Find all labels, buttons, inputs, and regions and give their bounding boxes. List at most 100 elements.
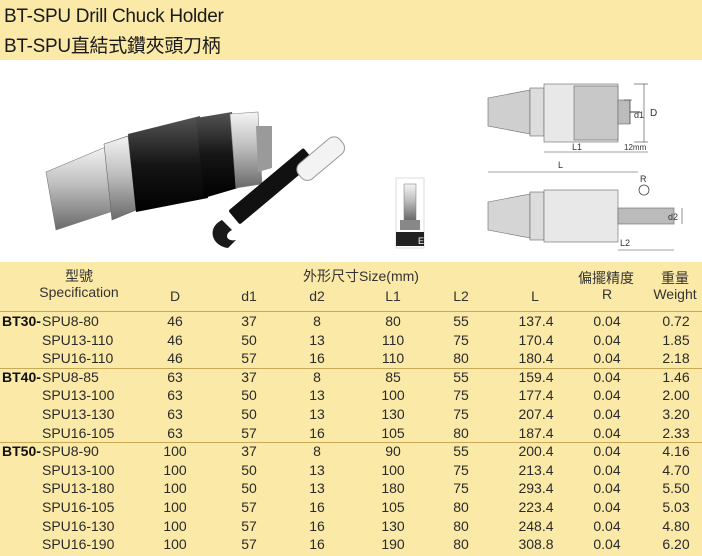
cell-l: 293.4: [518, 480, 554, 497]
cell-model: SPU13-130: [42, 406, 115, 422]
cell-d: 46: [167, 313, 183, 329]
label-d1: d1: [634, 110, 644, 120]
cell-l: 308.8: [518, 536, 554, 553]
label-L2: L2: [620, 238, 630, 248]
cell-l2: 55: [453, 368, 469, 385]
cell-w: 2.00: [662, 387, 690, 404]
cell-l: 187.4: [518, 424, 554, 441]
title-english: BT-SPU Drill Chuck Holder: [4, 6, 224, 27]
cell-w: 5.03: [662, 499, 690, 515]
cell-d: 100: [163, 536, 187, 553]
cell-d: 100: [163, 517, 187, 534]
cell-r: 0.04: [593, 368, 621, 385]
group-divider: [0, 442, 702, 444]
cell-d1: 57: [241, 517, 257, 534]
cell-r: 0.04: [593, 424, 621, 441]
cell-w: 0.72: [662, 313, 690, 329]
series-label: BT30-: [2, 313, 41, 329]
cell-r: 0.04: [593, 387, 621, 404]
dimension-drawing: d1 D L1 12mm L R d2 L2: [487, 83, 683, 251]
cell-d2: 13: [309, 480, 325, 497]
cell-model: SPU13-180: [42, 480, 115, 497]
series-label: BT50-: [2, 443, 41, 460]
cell-l1: 85: [385, 368, 401, 385]
cell-l: 248.4: [518, 517, 554, 534]
cell-w: 1.46: [662, 368, 690, 385]
title-band: BT-SPU Drill Chuck Holder BT-SPU直結式鑽夾頭刀柄: [0, 0, 702, 60]
cell-r: 0.04: [593, 331, 621, 348]
cell-w: 6.20: [662, 536, 690, 553]
cell-r: 0.04: [593, 313, 621, 329]
header-L: L: [531, 288, 539, 304]
cell-l1: 110: [381, 331, 405, 348]
cell-l: 170.4: [518, 331, 554, 348]
cell-d2: 8: [313, 368, 321, 385]
table-header: 型號 Specification 外形尺寸Size(mm) D d1 d2 L1…: [0, 262, 702, 312]
cell-d: 63: [167, 368, 183, 385]
cell-w: 2.18: [662, 350, 690, 367]
cell-d1: 37: [241, 368, 257, 385]
header-L2: L2: [453, 288, 469, 304]
cell-d1: 50: [241, 406, 257, 422]
header-L1: L1: [385, 288, 401, 304]
cell-d1: 50: [241, 387, 257, 404]
cell-d: 63: [167, 424, 183, 441]
cell-l: 223.4: [518, 499, 554, 515]
cell-d1: 50: [241, 480, 257, 497]
specification-table: 型號 Specification 外形尺寸Size(mm) D d1 d2 L1…: [0, 262, 702, 556]
pull-stud-label: E48: [418, 236, 434, 246]
header-accuracy-cn: 偏擺精度: [578, 270, 634, 286]
cell-d: 100: [163, 461, 187, 478]
cell-d: 100: [163, 499, 187, 515]
cell-model: SPU13-100: [42, 461, 115, 478]
cell-model: SPU16-130: [42, 517, 115, 534]
cell-l2: 80: [453, 499, 469, 515]
technical-drawing: d1 D L1 12mm L R d2 L2: [474, 60, 702, 256]
cell-d1: 57: [241, 536, 257, 553]
cell-d1: 57: [241, 424, 257, 441]
header-d1: d1: [241, 288, 257, 304]
cell-d2: 13: [309, 461, 325, 478]
cell-l1: 105: [381, 424, 405, 441]
cell-l2: 80: [453, 424, 469, 441]
title-chinese: BT-SPU直結式鑽夾頭刀柄: [4, 36, 221, 57]
cell-l2: 75: [453, 461, 469, 478]
cell-l2: 75: [453, 480, 469, 497]
cell-l: 177.4: [518, 387, 554, 404]
cell-d2: 13: [309, 387, 325, 404]
cell-r: 0.04: [593, 350, 621, 367]
cell-model: SPU13-100: [42, 387, 115, 404]
cell-w: 4.80: [662, 517, 690, 534]
cell-r: 0.04: [593, 536, 621, 553]
drill-chuck-illustration: E48: [45, 111, 434, 249]
cell-l: 137.4: [518, 313, 554, 329]
cell-l1: 100: [381, 461, 405, 478]
header-D: D: [169, 288, 181, 304]
label-12mm: 12mm: [624, 143, 647, 152]
cell-l: 200.4: [518, 443, 554, 460]
product-photo: E48: [0, 60, 470, 256]
cell-l1: 180: [381, 480, 405, 497]
group-divider: [0, 367, 702, 369]
cell-d: 100: [163, 480, 187, 497]
cell-l2: 55: [453, 313, 469, 329]
cell-l1: 105: [381, 499, 405, 515]
cell-model: SPU8-85: [42, 368, 99, 385]
cell-d: 46: [167, 331, 183, 348]
cell-d2: 8: [313, 313, 321, 329]
cell-d2: 16: [309, 499, 325, 515]
cell-model: SPU16-105: [42, 424, 115, 441]
cell-d1: 37: [241, 443, 257, 460]
label-D: D: [650, 108, 657, 119]
cell-d1: 57: [241, 350, 257, 367]
cell-l2: 75: [453, 331, 469, 348]
